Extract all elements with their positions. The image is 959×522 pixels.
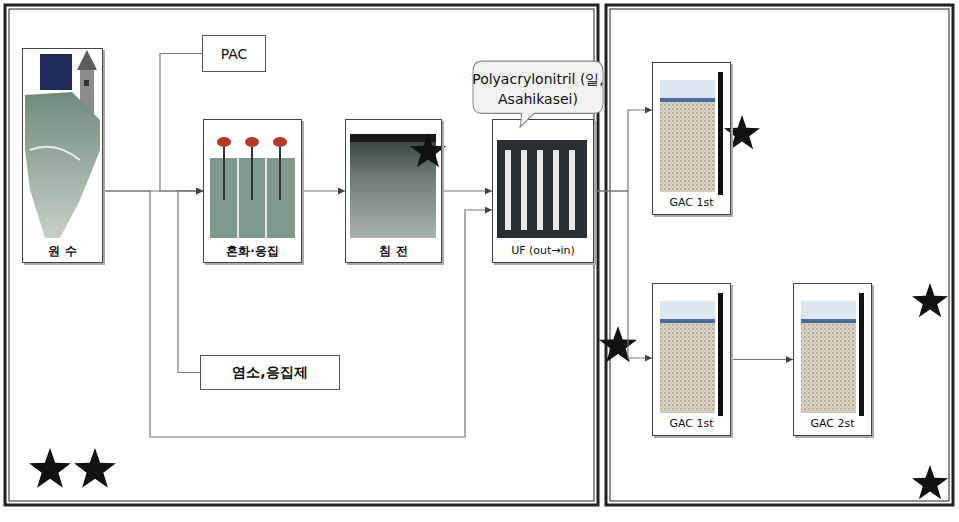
node-label: 혼화·응집 [206,243,299,259]
node-label: 염소,응집제 [232,364,307,382]
node-label: UF (out→in) [495,243,591,259]
sampling-star [29,115,948,499]
flow-arrow [731,359,793,360]
callout-shape [472,60,604,118]
node-label: GAC 1st [655,195,728,211]
flow-arrow [103,191,492,437]
node-label: PAC [221,46,248,62]
node-label: 원 수 [25,243,100,259]
flow-arrow [442,190,492,191]
filter-box: GAC 1st [652,62,731,215]
node-label: 침 전 [348,243,439,259]
flow-arrow [160,54,203,192]
node-label: Polyacrylonitril (일, Asahikasei) [472,69,604,109]
flow-arrow [302,190,345,191]
raw-water-box: 원 수 [22,48,103,263]
flow-arrow [594,110,652,191]
node-label: GAC 2st [796,416,869,432]
process-box: 침 전 [345,119,442,263]
filter-box: GAC 1st [652,283,731,436]
chemical-box: PAC [202,35,266,72]
process-box: UF (out→in) [492,119,594,263]
filter-box: GAC 2st [793,283,872,436]
uf-membrane-picture [497,140,587,238]
gac-filter-picture [660,72,864,417]
mixing-tank-picture [210,137,295,238]
raw-water-picture [25,50,100,238]
callout-bubble: Polyacrylonitril (일, Asahikasei) [472,60,604,118]
flow-arrow [594,191,652,358]
chemical-box: 염소,응집제 [200,355,340,390]
panel-frame [5,5,953,505]
flow-arrow [178,191,203,373]
process-box: 혼화·응집 [203,119,302,263]
callout-outline [473,61,603,127]
node-label: GAC 1st [655,416,728,432]
